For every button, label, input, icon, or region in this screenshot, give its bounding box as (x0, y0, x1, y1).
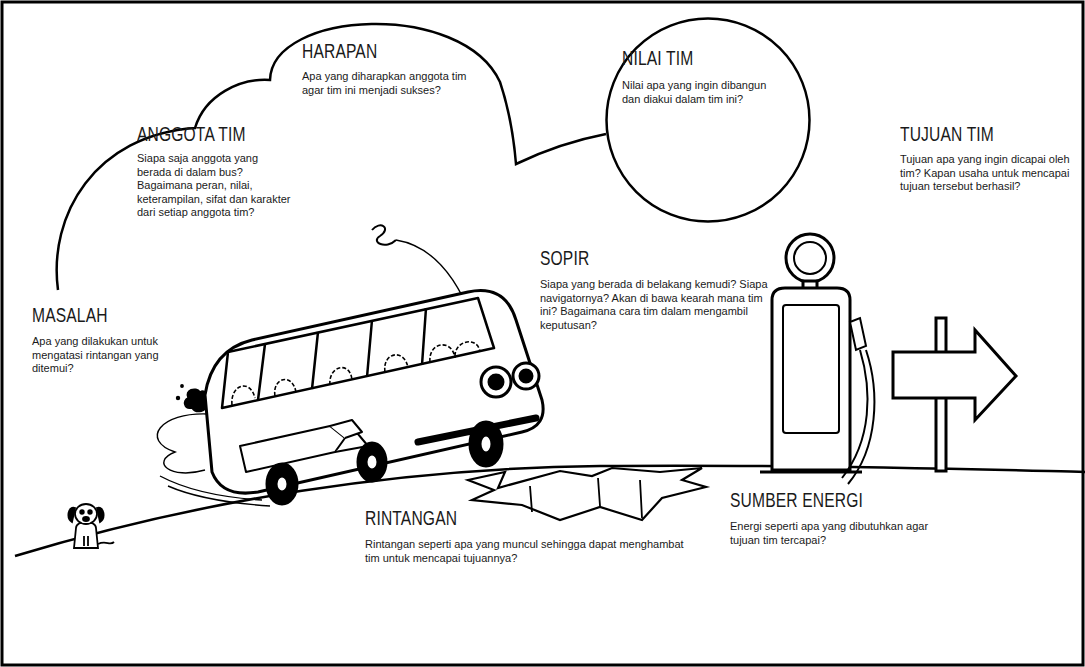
section-question: Apa yang dilakukan untuk mengatasi rinta… (32, 335, 172, 376)
circle-outline-path (607, 19, 810, 222)
fuel-pump (760, 234, 874, 484)
section-heading: SUMBER ENERGI (730, 489, 863, 511)
section-heading: NILAI TIM (622, 47, 693, 69)
section-heading: TUJUAN TIM (900, 123, 994, 145)
circle-shape: NILAI TIM Nilai apa yang ingin dibangun d… (605, 17, 811, 223)
section-heading: RINTANGAN (365, 507, 457, 529)
section-heading: ANGGOTA TIM (137, 123, 246, 145)
bus (205, 291, 543, 504)
section-question: Tujuan apa yang ingin dicapai oleh tim? … (900, 153, 1072, 194)
cloud-outline-path (57, 24, 606, 290)
section-question: Nilai apa yang ingin dibangun dan diakui… (622, 79, 782, 106)
section-question: Siapa saja anggota yang berada di dalam … (137, 152, 295, 220)
dog (68, 504, 114, 548)
section-question: Rintangan seperti apa yang muncul sehing… (365, 538, 685, 565)
section-heading: SOPIR (540, 247, 589, 269)
section-question: Siapa yang berada di belakang kemudi? Si… (540, 278, 772, 332)
pothole (468, 468, 706, 520)
section-question: Energi seperti apa yang dibutuhkan agar … (730, 520, 930, 547)
cloud-shape: HARAPAN Apa yang diharapkan anggota tim a… (40, 0, 620, 300)
section-question: Apa yang diharapkan anggota tim agar tim… (302, 70, 484, 97)
section-heading: MASALAH (32, 304, 108, 326)
signpost (893, 318, 1016, 471)
section-heading: HARAPAN (302, 40, 377, 62)
